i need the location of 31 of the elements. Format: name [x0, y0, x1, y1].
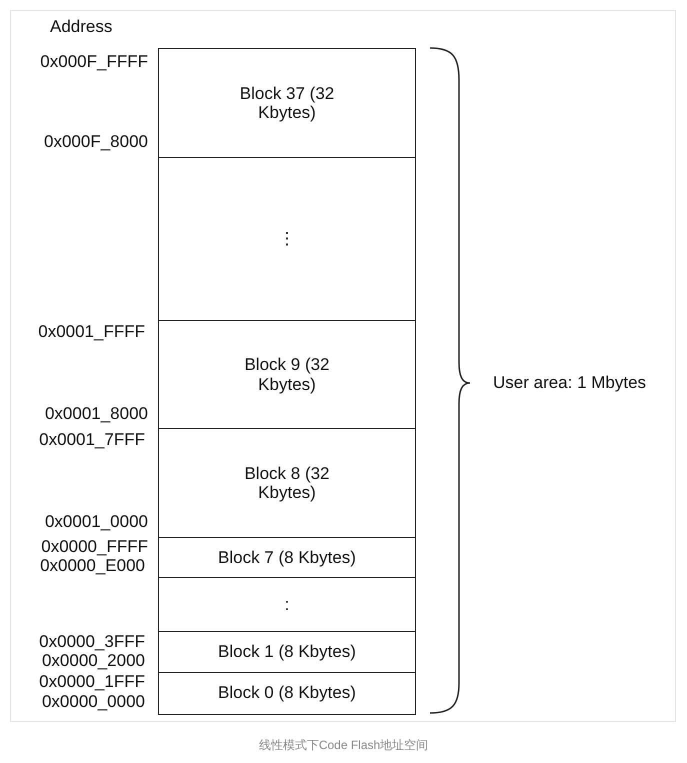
address-label: 0x0000_2000 — [42, 652, 145, 669]
address-label: 0x0000_0000 — [42, 693, 145, 710]
address-label: 0x0000_FFFF — [41, 538, 148, 555]
block-label: Block 0 (8 Kbytes) — [218, 683, 356, 704]
column-heading: Address — [50, 18, 112, 35]
block-label: Block 9 (32 Kbytes) — [243, 355, 331, 394]
address-label: 0x0001_8000 — [44, 405, 148, 422]
memory-block — [158, 320, 416, 430]
address-label: 0x000F_FFFF — [40, 53, 148, 70]
figure-caption: 线性模式下Code Flash地址空间 — [258, 737, 430, 754]
block-label: Block 7 (8 Kbytes) — [218, 548, 356, 568]
block-label: Block 8 (32 Kbytes) — [243, 464, 331, 503]
memory-block — [158, 577, 416, 632]
memory-block — [158, 157, 416, 322]
address-label: 0x0000_1FFF — [39, 673, 145, 690]
block-label: ⋮ — [278, 229, 296, 250]
block-label: : — [284, 594, 290, 615]
memory-block — [158, 631, 416, 674]
memory-block — [158, 48, 416, 158]
memory-block — [158, 537, 416, 578]
address-label: 0x0000_E000 — [40, 557, 145, 574]
address-label: 0x0000_3FFF — [39, 633, 145, 650]
address-label: 0x0001_7FFF — [39, 431, 145, 448]
memory-block — [158, 672, 416, 714]
address-label: 0x000F_8000 — [44, 133, 148, 150]
memory-block — [158, 428, 416, 538]
block-label: Block 1 (8 Kbytes) — [218, 642, 356, 662]
address-label: 0x0001_0000 — [44, 513, 148, 530]
block-label: Block 37 (32 Kbytes) — [238, 84, 336, 123]
address-label: 0x0001_FFFF — [38, 323, 145, 340]
region-label: User area: 1 Mbytes — [493, 374, 646, 391]
